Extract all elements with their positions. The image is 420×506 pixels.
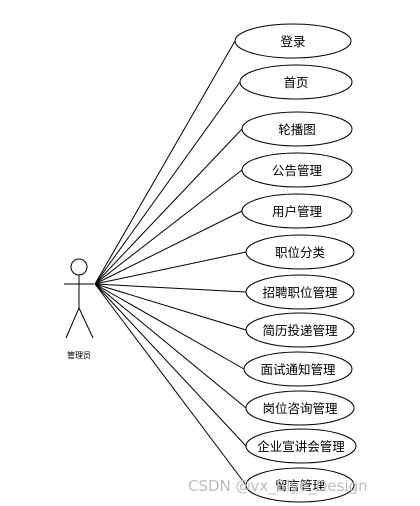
use-case-label: 面试通知管理	[260, 362, 336, 377]
use-case-label: 轮播图	[278, 122, 316, 137]
use-case-5: 用户管理	[241, 193, 353, 229]
association-line-12	[94, 283, 247, 486]
association-line-5	[94, 210, 243, 285]
use-case-11: 企业宣讲会管理	[245, 428, 357, 464]
use-case-1: 登录	[234, 23, 352, 59]
association-line-9	[94, 283, 245, 370]
use-case-3: 轮播图	[241, 111, 353, 147]
use-case-label: 用户管理	[272, 204, 323, 219]
use-case-label: 公告管理	[272, 163, 323, 178]
use-case-label: 留言管理	[275, 478, 326, 493]
actor-head	[70, 258, 88, 276]
use-case-10: 岗位咨询管理	[245, 390, 355, 426]
watermark: CSDN @vx_Biye_Design	[188, 477, 368, 496]
use-case-7: 招聘职位管理	[245, 274, 355, 310]
use-case-label: 登录	[280, 34, 305, 49]
association-line-8	[94, 283, 247, 331]
actor-label: 管理员	[67, 350, 91, 360]
association-line-7	[94, 283, 247, 293]
association-lines	[94, 40, 247, 486]
association-line-4	[94, 169, 243, 285]
association-line-11	[94, 283, 247, 447]
use-case-12: 留言管理	[245, 467, 355, 503]
association-line-3	[94, 128, 243, 285]
use-case-9: 面试通知管理	[243, 351, 353, 387]
actor-right-leg	[78, 307, 94, 339]
association-line-6	[94, 251, 247, 285]
use-case-label: 企业宣讲会管理	[257, 439, 345, 454]
actor-left-leg	[65, 307, 80, 339]
association-line-1	[94, 40, 236, 285]
use-case-label: 岗位咨询管理	[262, 401, 338, 416]
use-case-label: 招聘职位管理	[262, 285, 338, 300]
association-line-10	[94, 283, 247, 409]
use-case-2: 首页	[239, 64, 353, 100]
association-line-2	[94, 81, 241, 285]
use-case-8: 简历投递管理	[245, 312, 355, 348]
use-case-label: 首页	[283, 75, 308, 90]
use-case-6: 职位分类	[245, 234, 355, 270]
use-case-4: 公告管理	[241, 152, 353, 188]
use-case-label: 职位分类	[275, 245, 326, 260]
actor-figure	[64, 258, 94, 339]
use-case-label: 简历投递管理	[262, 323, 338, 338]
